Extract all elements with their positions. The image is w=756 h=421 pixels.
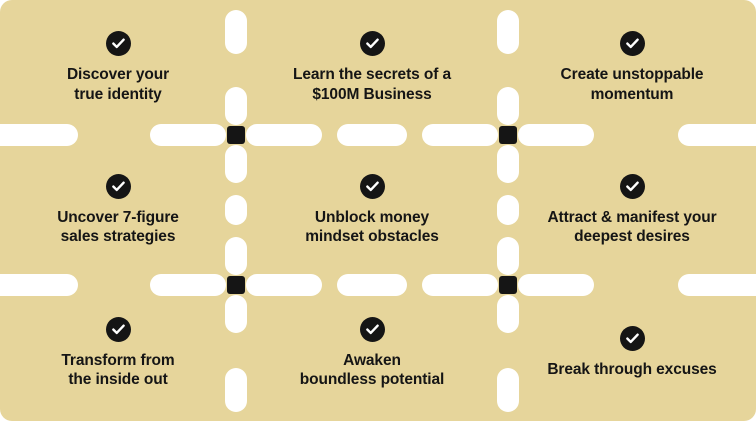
- check-icon: [359, 173, 385, 199]
- benefit-label: Transform from the inside out: [61, 351, 175, 388]
- divider-pill: [225, 237, 247, 275]
- benefit-label: Unblock money mindset obstacles: [305, 208, 439, 245]
- divider-pill: [225, 195, 247, 225]
- divider-pill: [225, 368, 247, 412]
- benefit-item: Learn the secrets of a $100M Business: [236, 0, 508, 135]
- check-icon: [619, 173, 645, 199]
- divider-pill: [497, 295, 519, 333]
- benefit-item: Transform from the inside out: [0, 285, 236, 421]
- benefit-label: Attract & manifest your deepest desires: [547, 208, 717, 245]
- divider-pill: [497, 195, 519, 225]
- divider-pill: [246, 124, 322, 146]
- divider-pill: [422, 124, 498, 146]
- divider-pill: [225, 10, 247, 54]
- check-icon: [105, 173, 131, 199]
- divider-pill: [337, 274, 407, 296]
- divider-pill: [225, 295, 247, 333]
- divider-pill: [150, 124, 226, 146]
- check-icon: [105, 316, 131, 342]
- divider-pill: [497, 10, 519, 54]
- benefit-item: Discover your true identity: [0, 0, 236, 135]
- benefit-label: Create unstoppable momentum: [560, 66, 704, 103]
- benefit-item: Attract & manifest your deepest desires: [508, 135, 756, 285]
- benefit-item: Break through excuses: [508, 285, 756, 421]
- check-icon: [619, 326, 645, 352]
- divider-pill: [337, 124, 407, 146]
- divider-pill: [678, 274, 756, 296]
- check-icon: [619, 31, 645, 57]
- divider-pill: [225, 87, 247, 125]
- cross-center-square: [499, 276, 517, 294]
- cross-center-square: [227, 126, 245, 144]
- check-icon: [105, 31, 131, 57]
- benefit-item: Unblock money mindset obstacles: [236, 135, 508, 285]
- divider-pill: [422, 274, 498, 296]
- divider-pill: [150, 274, 226, 296]
- divider-pill: [225, 145, 247, 183]
- divider-pill: [518, 124, 594, 146]
- benefit-item: Awaken boundless potential: [236, 285, 508, 421]
- benefit-item: Uncover 7-figure sales strategies: [0, 135, 236, 285]
- divider-pill: [497, 145, 519, 183]
- benefit-label: Break through excuses: [547, 361, 717, 379]
- divider-pill: [678, 124, 756, 146]
- divider-pill: [497, 87, 519, 125]
- divider-pill: [497, 237, 519, 275]
- divider-pill: [497, 368, 519, 412]
- benefit-label: Uncover 7-figure sales strategies: [57, 208, 179, 245]
- cross-center-square: [499, 126, 517, 144]
- divider-pill: [246, 274, 322, 296]
- check-icon: [359, 316, 385, 342]
- check-icon: [359, 31, 385, 57]
- benefit-item: Create unstoppable momentum: [508, 0, 756, 135]
- benefit-label: Awaken boundless potential: [299, 351, 445, 388]
- benefit-label: Learn the secrets of a $100M Business: [292, 66, 452, 103]
- divider-pill: [518, 274, 594, 296]
- cross-center-square: [227, 276, 245, 294]
- divider-pill: [0, 274, 78, 296]
- divider-pill: [0, 124, 78, 146]
- benefit-label: Discover your true identity: [66, 66, 170, 103]
